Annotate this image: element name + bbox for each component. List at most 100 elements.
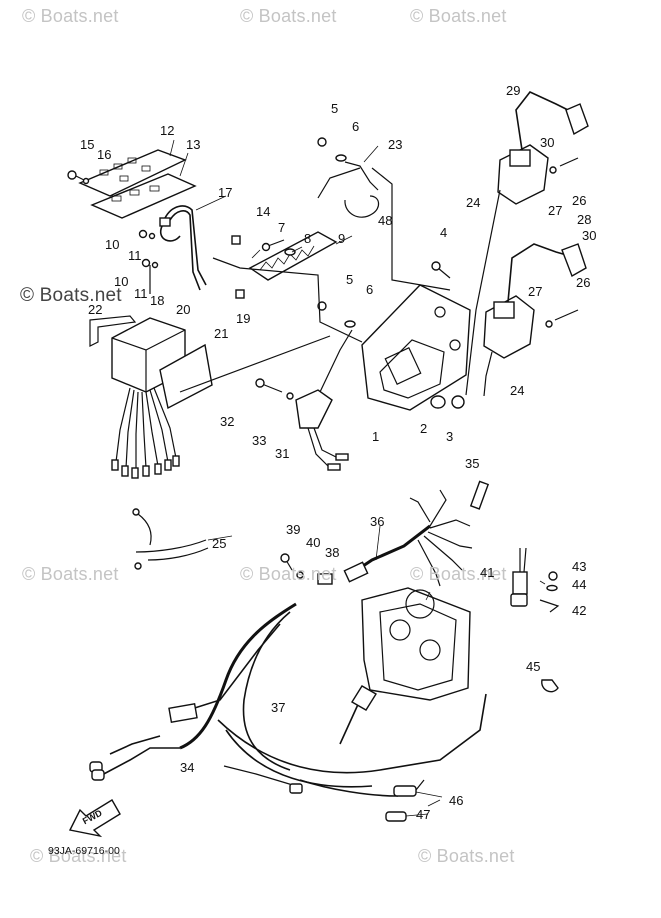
leader-line-c — [371, 167, 451, 291]
callout-number: 16 — [97, 147, 112, 162]
callout-number: 17 — [218, 185, 233, 200]
callout-number: 7 — [278, 220, 286, 235]
callout-number: 27 — [548, 203, 563, 218]
callout-number: 38 — [325, 545, 340, 560]
part-22-bracket — [89, 315, 137, 347]
callout-leaders — [169, 139, 546, 817]
part-5-6-23-48 — [317, 137, 380, 328]
watermark: © Boats.net — [240, 6, 337, 26]
callout-number: 2 — [420, 421, 428, 436]
callout-number: 32 — [220, 414, 235, 429]
callout-number: 10 — [114, 274, 129, 289]
callout-number: 24 — [466, 195, 481, 210]
callout-number: 31 — [275, 446, 290, 461]
part-17-harness — [159, 205, 207, 291]
callout-number: 1 — [372, 429, 380, 444]
engine-block — [361, 587, 471, 701]
callout-number: 24 — [510, 383, 525, 398]
callout-number: 34 — [180, 760, 195, 775]
callout-number: 4 — [440, 225, 448, 240]
leader-line-b — [179, 335, 331, 393]
part-9-rectifier — [248, 231, 338, 281]
part-12-board — [78, 149, 187, 197]
part-35-sleeve — [469, 480, 490, 510]
callout-number: 9 — [338, 231, 346, 246]
part-46-47-plug-cap — [299, 779, 425, 822]
watermark: © Boats.net — [30, 846, 127, 866]
callout-number: 11 — [128, 248, 142, 263]
callout-number: 20 — [176, 302, 191, 317]
callout-number: 6 — [352, 119, 360, 134]
part-4-bolt — [431, 261, 451, 279]
callout-number: 3 — [446, 429, 454, 444]
part-19-nut — [235, 289, 245, 299]
callout-number: 26 — [572, 193, 587, 208]
callout-number: 13 — [186, 137, 201, 152]
callout-number: 11 — [134, 286, 148, 301]
callout-number: 25 — [212, 536, 227, 551]
part-21-plate — [159, 343, 213, 410]
watermark: © Boats.net — [410, 6, 507, 26]
callout-number: 8 — [304, 231, 312, 246]
part-10-11-fasteners — [138, 229, 159, 269]
callout-number: 5 — [331, 101, 339, 116]
part-13-board — [90, 173, 197, 219]
callout-number: 40 — [306, 535, 321, 550]
part-7-8-screw — [261, 239, 296, 256]
callout-number: 23 — [388, 137, 403, 152]
callout-number: 44 — [572, 577, 587, 592]
callout-number: 26 — [576, 275, 591, 290]
callout-number: 46 — [449, 793, 464, 808]
part-25-cords — [132, 508, 209, 570]
leader-line-a — [212, 257, 363, 343]
callout-number: 45 — [526, 659, 541, 674]
part-1-bracket — [361, 284, 471, 411]
watermark: © Boats.net — [20, 285, 122, 306]
diagram-code: 93JA-69716-00 — [48, 845, 120, 857]
callout-number: 30 — [540, 135, 555, 150]
part-36-harness — [343, 489, 473, 587]
callout-number: 28 — [577, 212, 592, 227]
callout-number: 30 — [582, 228, 597, 243]
callout-number: 42 — [572, 603, 587, 618]
part-34-37-harness — [89, 602, 487, 794]
callout-number: 21 — [214, 326, 229, 341]
callout-number: 19 — [236, 311, 251, 326]
watermark: © Boats.net — [240, 564, 337, 584]
callout-number: 12 — [160, 123, 175, 138]
callout-number: 41 — [480, 565, 495, 580]
callout-number: 10 — [105, 237, 120, 252]
callout-number: 37 — [271, 700, 286, 715]
part-26-27-screws — [545, 157, 579, 328]
callout-number: 36 — [370, 514, 385, 529]
part-38-39-40 — [280, 553, 333, 585]
callout-number: 47 — [416, 807, 431, 822]
watermark: © Boats.net — [22, 6, 119, 26]
watermark: © Boats.net — [22, 564, 119, 584]
part-24-coil-lower — [483, 243, 587, 397]
part-20-leads — [111, 387, 180, 479]
part-24-coil-upper — [465, 91, 589, 396]
part-2-3-grommets — [430, 395, 465, 409]
watermark: © Boats.net — [418, 846, 515, 866]
callout-number: 29 — [506, 83, 521, 98]
callout-number: 43 — [572, 559, 587, 574]
callout-number: 48 — [378, 213, 393, 228]
callout-number: 27 — [528, 284, 543, 299]
fwd-arrow — [68, 799, 121, 838]
callout-number: 33 — [252, 433, 267, 448]
callout-number: 6 — [366, 282, 374, 297]
callout-number: 15 — [80, 137, 95, 152]
callout-number: 39 — [286, 522, 301, 537]
part-31-unit — [295, 329, 353, 471]
callout-number: 22 — [88, 302, 103, 317]
callout-number: 18 — [150, 293, 165, 308]
callout-number: 14 — [256, 204, 271, 219]
callout-number: 5 — [346, 272, 354, 287]
part-41-44 — [510, 547, 560, 613]
part-14-nut — [231, 235, 241, 245]
part-45-clamp — [541, 679, 559, 693]
callout-number: 35 — [465, 456, 480, 471]
